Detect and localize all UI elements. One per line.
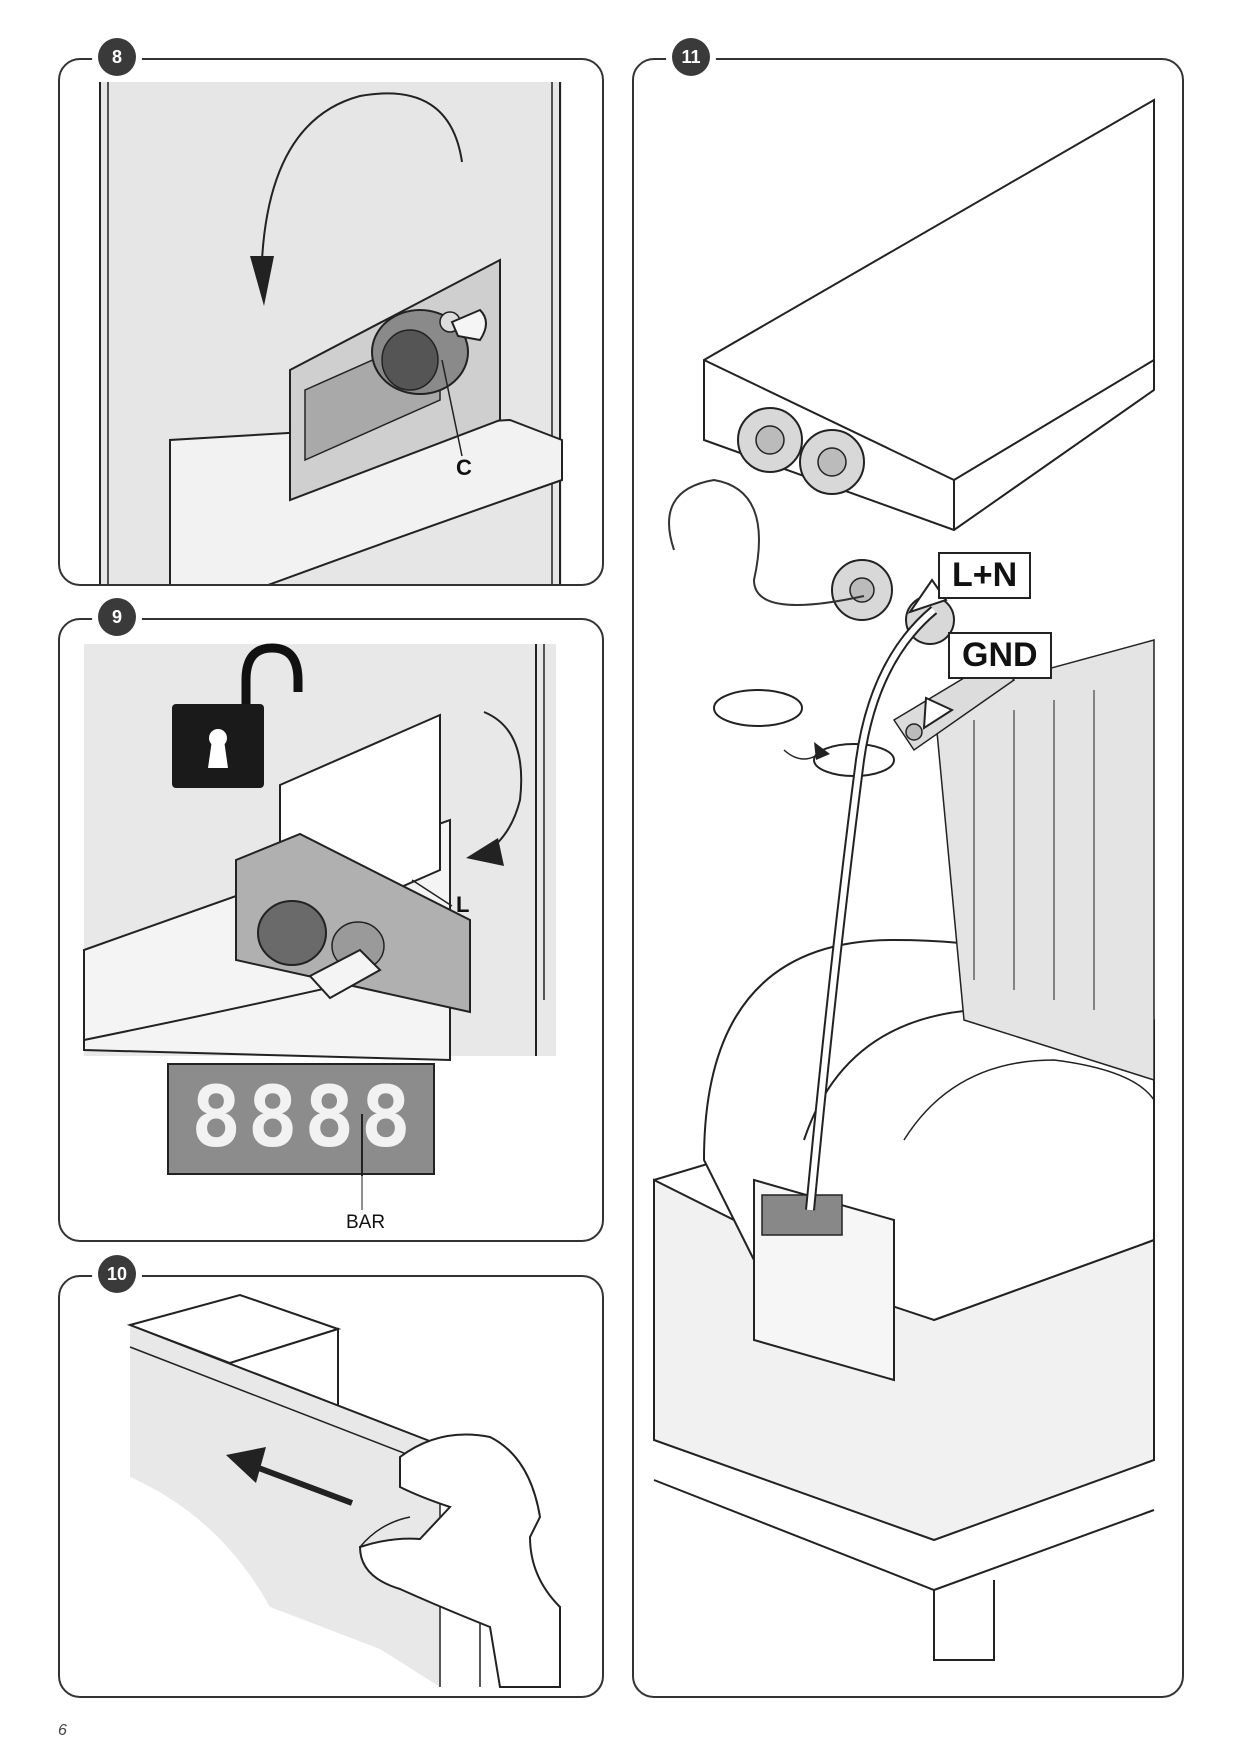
figure-10-illustration — [126, 1293, 561, 1688]
figure-11-badge: 11 — [672, 38, 710, 76]
figure-8-badge: 8 — [98, 38, 136, 76]
figure-11-illustration — [653, 98, 1155, 1661]
rotation-arrow-icon — [250, 92, 463, 306]
hand-icon — [358, 1433, 561, 1688]
callout-c: C — [456, 455, 472, 480]
unlocked-padlock-icon — [172, 643, 303, 788]
callout-l-n: L+N — [938, 552, 1032, 599]
figure-8-panel: C — [58, 58, 604, 586]
figure-11-panel: L+N GND — [632, 58, 1184, 1698]
key-icon — [439, 308, 487, 342]
rotation-arrow-icon — [466, 711, 523, 866]
figure-9-badge: 9 — [98, 598, 136, 636]
page-number: 6 — [58, 1722, 67, 1739]
figure-10-badge: 10 — [98, 1255, 136, 1293]
figure-9-panel: L 8888 BAR — [58, 618, 604, 1242]
key-icon — [308, 948, 382, 1000]
display-digits: 8888 — [190, 1068, 418, 1166]
callout-bar: BAR — [346, 1212, 386, 1233]
push-arrow-icon — [226, 1447, 354, 1506]
callout-l: L — [456, 892, 470, 917]
callout-gnd: GND — [948, 632, 1052, 679]
figure-10-panel — [58, 1275, 604, 1698]
figure-8-illustration — [99, 82, 563, 584]
figure-9-illustration — [83, 643, 556, 1210]
